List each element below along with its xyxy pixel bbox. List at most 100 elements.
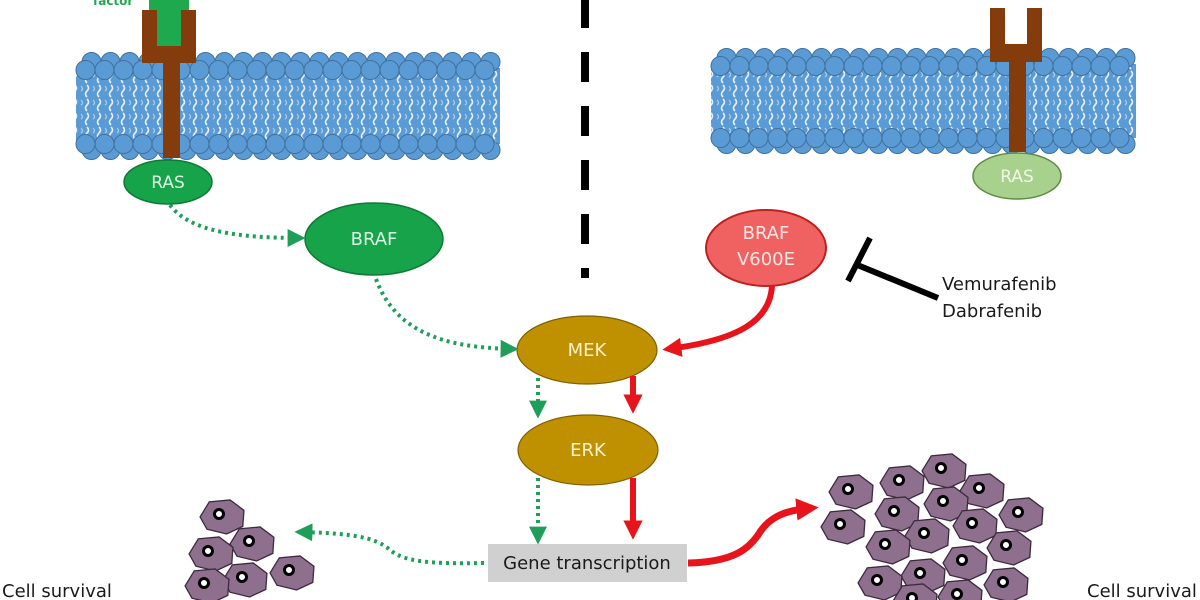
tumor-cell — [184, 568, 230, 600]
phospholipid-head — [284, 134, 305, 154]
phospholipid-head — [132, 60, 153, 80]
cell-nucleus — [198, 577, 210, 589]
cell-survival-label-right: Cell survival — [1087, 581, 1197, 600]
phospholipid-head — [322, 60, 343, 80]
cell-nucleus — [213, 508, 225, 520]
braf-v600e-node: BRAF V600E — [705, 209, 827, 287]
cell-nucleus — [888, 505, 900, 517]
inhibitor-symbol — [845, 236, 940, 301]
phospholipid-head — [436, 60, 457, 80]
phospholipid-head — [94, 134, 115, 154]
cell-nucleus — [834, 518, 846, 530]
arrow-braf-v600e-to-mek — [662, 285, 775, 357]
cell-nucleus — [937, 495, 949, 507]
phospholipid-head — [1109, 128, 1130, 148]
phospholipid-head — [455, 134, 476, 154]
tumor-cell — [199, 499, 245, 535]
cell-membrane-left — [75, 52, 501, 160]
cell-nucleus — [918, 527, 930, 539]
phospholipid-head — [1052, 56, 1073, 76]
phospholipid-head — [341, 60, 362, 80]
phospholipid-head — [805, 128, 826, 148]
arrow-gene-to-cells-right — [687, 498, 819, 567]
phospholipid-head — [938, 56, 959, 76]
braf-node: BRAF — [304, 202, 444, 276]
ras-node-left: RAS — [123, 159, 213, 205]
gene-transcription-box: Gene transcription — [488, 544, 687, 582]
phospholipid-head — [786, 128, 807, 148]
tumor-cell — [229, 526, 275, 562]
phospholipid-head — [208, 134, 229, 154]
cell-nucleus — [956, 554, 968, 566]
cell-cluster-small — [184, 499, 315, 600]
cell-nucleus — [871, 574, 883, 586]
phospholipid-head — [265, 60, 286, 80]
receptor-left — [142, 0, 196, 158]
arrow-braf-to-mek — [374, 278, 519, 358]
phospholipid-head — [284, 60, 305, 80]
phospholipid-head — [417, 134, 438, 154]
phospholipid-head — [303, 134, 324, 154]
tumor-cell — [222, 562, 268, 598]
phospholipid-head — [748, 128, 769, 148]
tumor-cell — [269, 555, 315, 591]
receptor-right — [990, 8, 1042, 152]
cell-nucleus — [935, 462, 947, 474]
cell-nucleus — [236, 571, 248, 583]
phospholipid-head — [881, 56, 902, 76]
drug-vemurafenib: Vemurafenib — [942, 274, 1057, 295]
phospholipid-head — [455, 60, 476, 80]
erk-label: ERK — [570, 440, 607, 461]
phospholipid-head — [227, 134, 248, 154]
arrow-ras-to-braf — [168, 203, 306, 247]
phospholipid-head — [417, 60, 438, 80]
phospholipid-head — [75, 134, 96, 154]
normal-pathway-arrows — [168, 203, 547, 566]
phospholipid-head — [436, 134, 457, 154]
drug-dabrafenib: Dabrafenib — [942, 301, 1042, 322]
cell-nucleus — [906, 592, 918, 600]
braf-v600e-label-line2: V600E — [737, 249, 795, 270]
phospholipid-head — [1071, 128, 1092, 148]
cell-nucleus — [879, 538, 891, 550]
phospholipid-head — [474, 60, 495, 80]
lipid-tails — [76, 70, 500, 142]
phospholipid-head — [710, 128, 731, 148]
erk-node: ERK — [517, 414, 659, 486]
phospholipid-head — [824, 56, 845, 76]
phospholipid-head — [1033, 128, 1054, 148]
tumor-cell — [892, 583, 938, 600]
cell-nucleus — [842, 483, 854, 495]
phospholipid-head — [246, 60, 267, 80]
cell-body — [892, 583, 938, 600]
phospholipid-head — [1090, 56, 1111, 76]
phospholipid-head — [767, 56, 788, 76]
tumor-cell — [828, 474, 874, 510]
ras-left-label: RAS — [151, 173, 185, 193]
phospholipid-head — [786, 56, 807, 76]
phospholipid-head — [113, 134, 134, 154]
cell-nucleus — [1012, 506, 1024, 518]
braf-v600e-label-line1: BRAF — [743, 223, 790, 244]
phospholipid-head — [360, 60, 381, 80]
phospholipid-head — [862, 128, 883, 148]
phospholipid-head — [957, 128, 978, 148]
phospholipid-head — [824, 128, 845, 148]
phospholipid-head — [1109, 56, 1130, 76]
lipid-tails — [711, 66, 1136, 136]
cell-nucleus — [966, 517, 978, 529]
cell-nucleus — [914, 567, 926, 579]
phospholipid-head — [1052, 128, 1073, 148]
phospholipid-head — [748, 56, 769, 76]
phospholipid-head — [1071, 56, 1092, 76]
phospholipid-head — [341, 134, 362, 154]
cell-nucleus — [243, 535, 255, 547]
tumor-cell — [820, 509, 866, 545]
phospholipid-head — [379, 60, 400, 80]
cell-nucleus — [973, 482, 985, 494]
mek-label: MEK — [568, 340, 608, 361]
phospholipid-head — [132, 134, 153, 154]
cell-nucleus — [1000, 539, 1012, 551]
cell-membrane-right — [710, 48, 1136, 154]
